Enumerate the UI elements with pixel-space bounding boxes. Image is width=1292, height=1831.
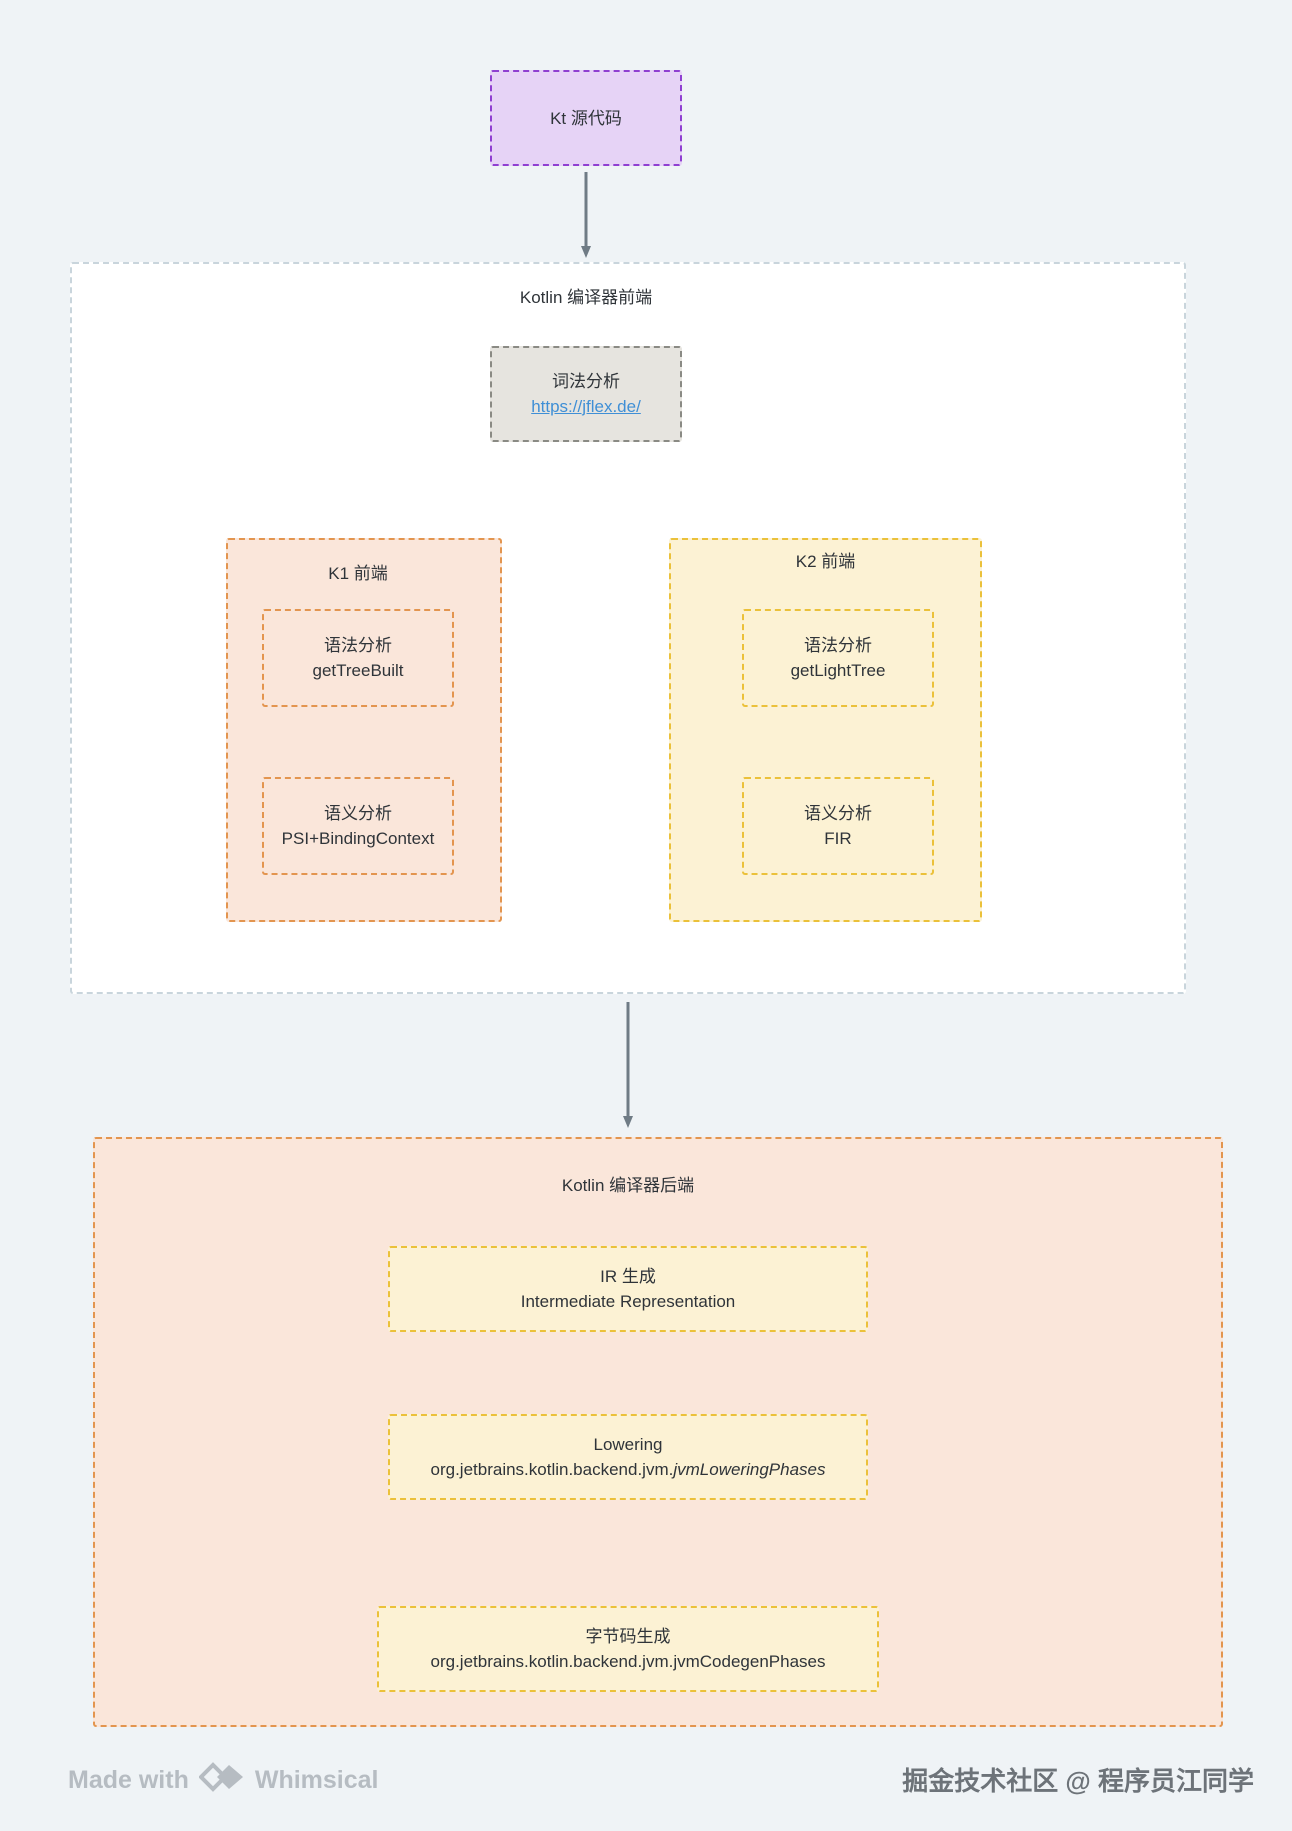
lowering-sub-prefix: org.jetbrains.kotlin.backend.jvm. bbox=[430, 1460, 674, 1479]
bytecode-title: 字节码生成 bbox=[585, 1627, 671, 1646]
jflex-link[interactable]: https://jflex.de/ bbox=[531, 397, 641, 416]
k2-parse-sub: getLightTree bbox=[790, 661, 886, 680]
k1-semantic-node[interactable]: 语义分析 PSI+BindingContext bbox=[262, 777, 454, 875]
bytecode-generation-node[interactable]: 字节码生成 org.jetbrains.kotlin.backend.jvm.j… bbox=[377, 1606, 879, 1692]
k2-parse-node[interactable]: 语法分析 getLightTree bbox=[742, 609, 934, 707]
k1-semantic-sub: PSI+BindingContext bbox=[281, 829, 435, 848]
made-with-label: Made with bbox=[68, 1765, 189, 1794]
bytecode-sub: org.jetbrains.kotlin.backend.jvm.jvmCode… bbox=[430, 1652, 826, 1671]
k1-semantic-title: 语义分析 bbox=[324, 804, 392, 823]
source-code-label: Kt 源代码 bbox=[550, 108, 622, 128]
lowering-node[interactable]: Lowering org.jetbrains.kotlin.backend.jv… bbox=[388, 1414, 868, 1500]
k2-semantic-title: 语义分析 bbox=[804, 804, 872, 823]
k1-parse-node[interactable]: 语法分析 getTreeBuilt bbox=[262, 609, 454, 707]
lexer-title: 词法分析 bbox=[552, 372, 620, 391]
made-with-whimsical[interactable]: Made with Whimsical bbox=[68, 1760, 379, 1800]
k2-semantic-sub: FIR bbox=[824, 829, 852, 848]
whimsical-brand: Whimsical bbox=[254, 1765, 379, 1794]
backend-group-title: Kotlin 编译器后端 bbox=[561, 1176, 695, 1195]
k2-group-title: K2 前端 bbox=[795, 552, 856, 571]
k1-group-title: K1 前端 bbox=[328, 564, 388, 583]
ir-sub: Intermediate Representation bbox=[520, 1292, 736, 1311]
lowering-sub-italic: jvmLoweringPhases bbox=[673, 1460, 826, 1479]
ir-generation-node[interactable]: IR 生成 Intermediate Representation bbox=[388, 1246, 868, 1332]
k1-parse-sub: getTreeBuilt bbox=[312, 661, 404, 680]
lowering-title: Lowering bbox=[593, 1435, 663, 1454]
k2-semantic-node[interactable]: 语义分析 FIR bbox=[742, 777, 934, 875]
lexer-node[interactable]: 词法分析 https://jflex.de/ bbox=[490, 346, 682, 442]
ir-title: IR 生成 bbox=[600, 1267, 656, 1286]
source-code-node[interactable]: Kt 源代码 bbox=[490, 70, 682, 166]
whimsical-logo-icon bbox=[198, 1760, 245, 1801]
frontend-group-title: Kotlin 编译器前端 bbox=[519, 288, 653, 307]
watermark: 掘金技术社区 @ 程序员江同学 bbox=[902, 1766, 1254, 1796]
lowering-sub: org.jetbrains.kotlin.backend.jvm.jvmLowe… bbox=[431, 1457, 826, 1482]
k1-parse-title: 语法分析 bbox=[324, 636, 392, 655]
k2-parse-title: 语法分析 bbox=[804, 636, 872, 655]
